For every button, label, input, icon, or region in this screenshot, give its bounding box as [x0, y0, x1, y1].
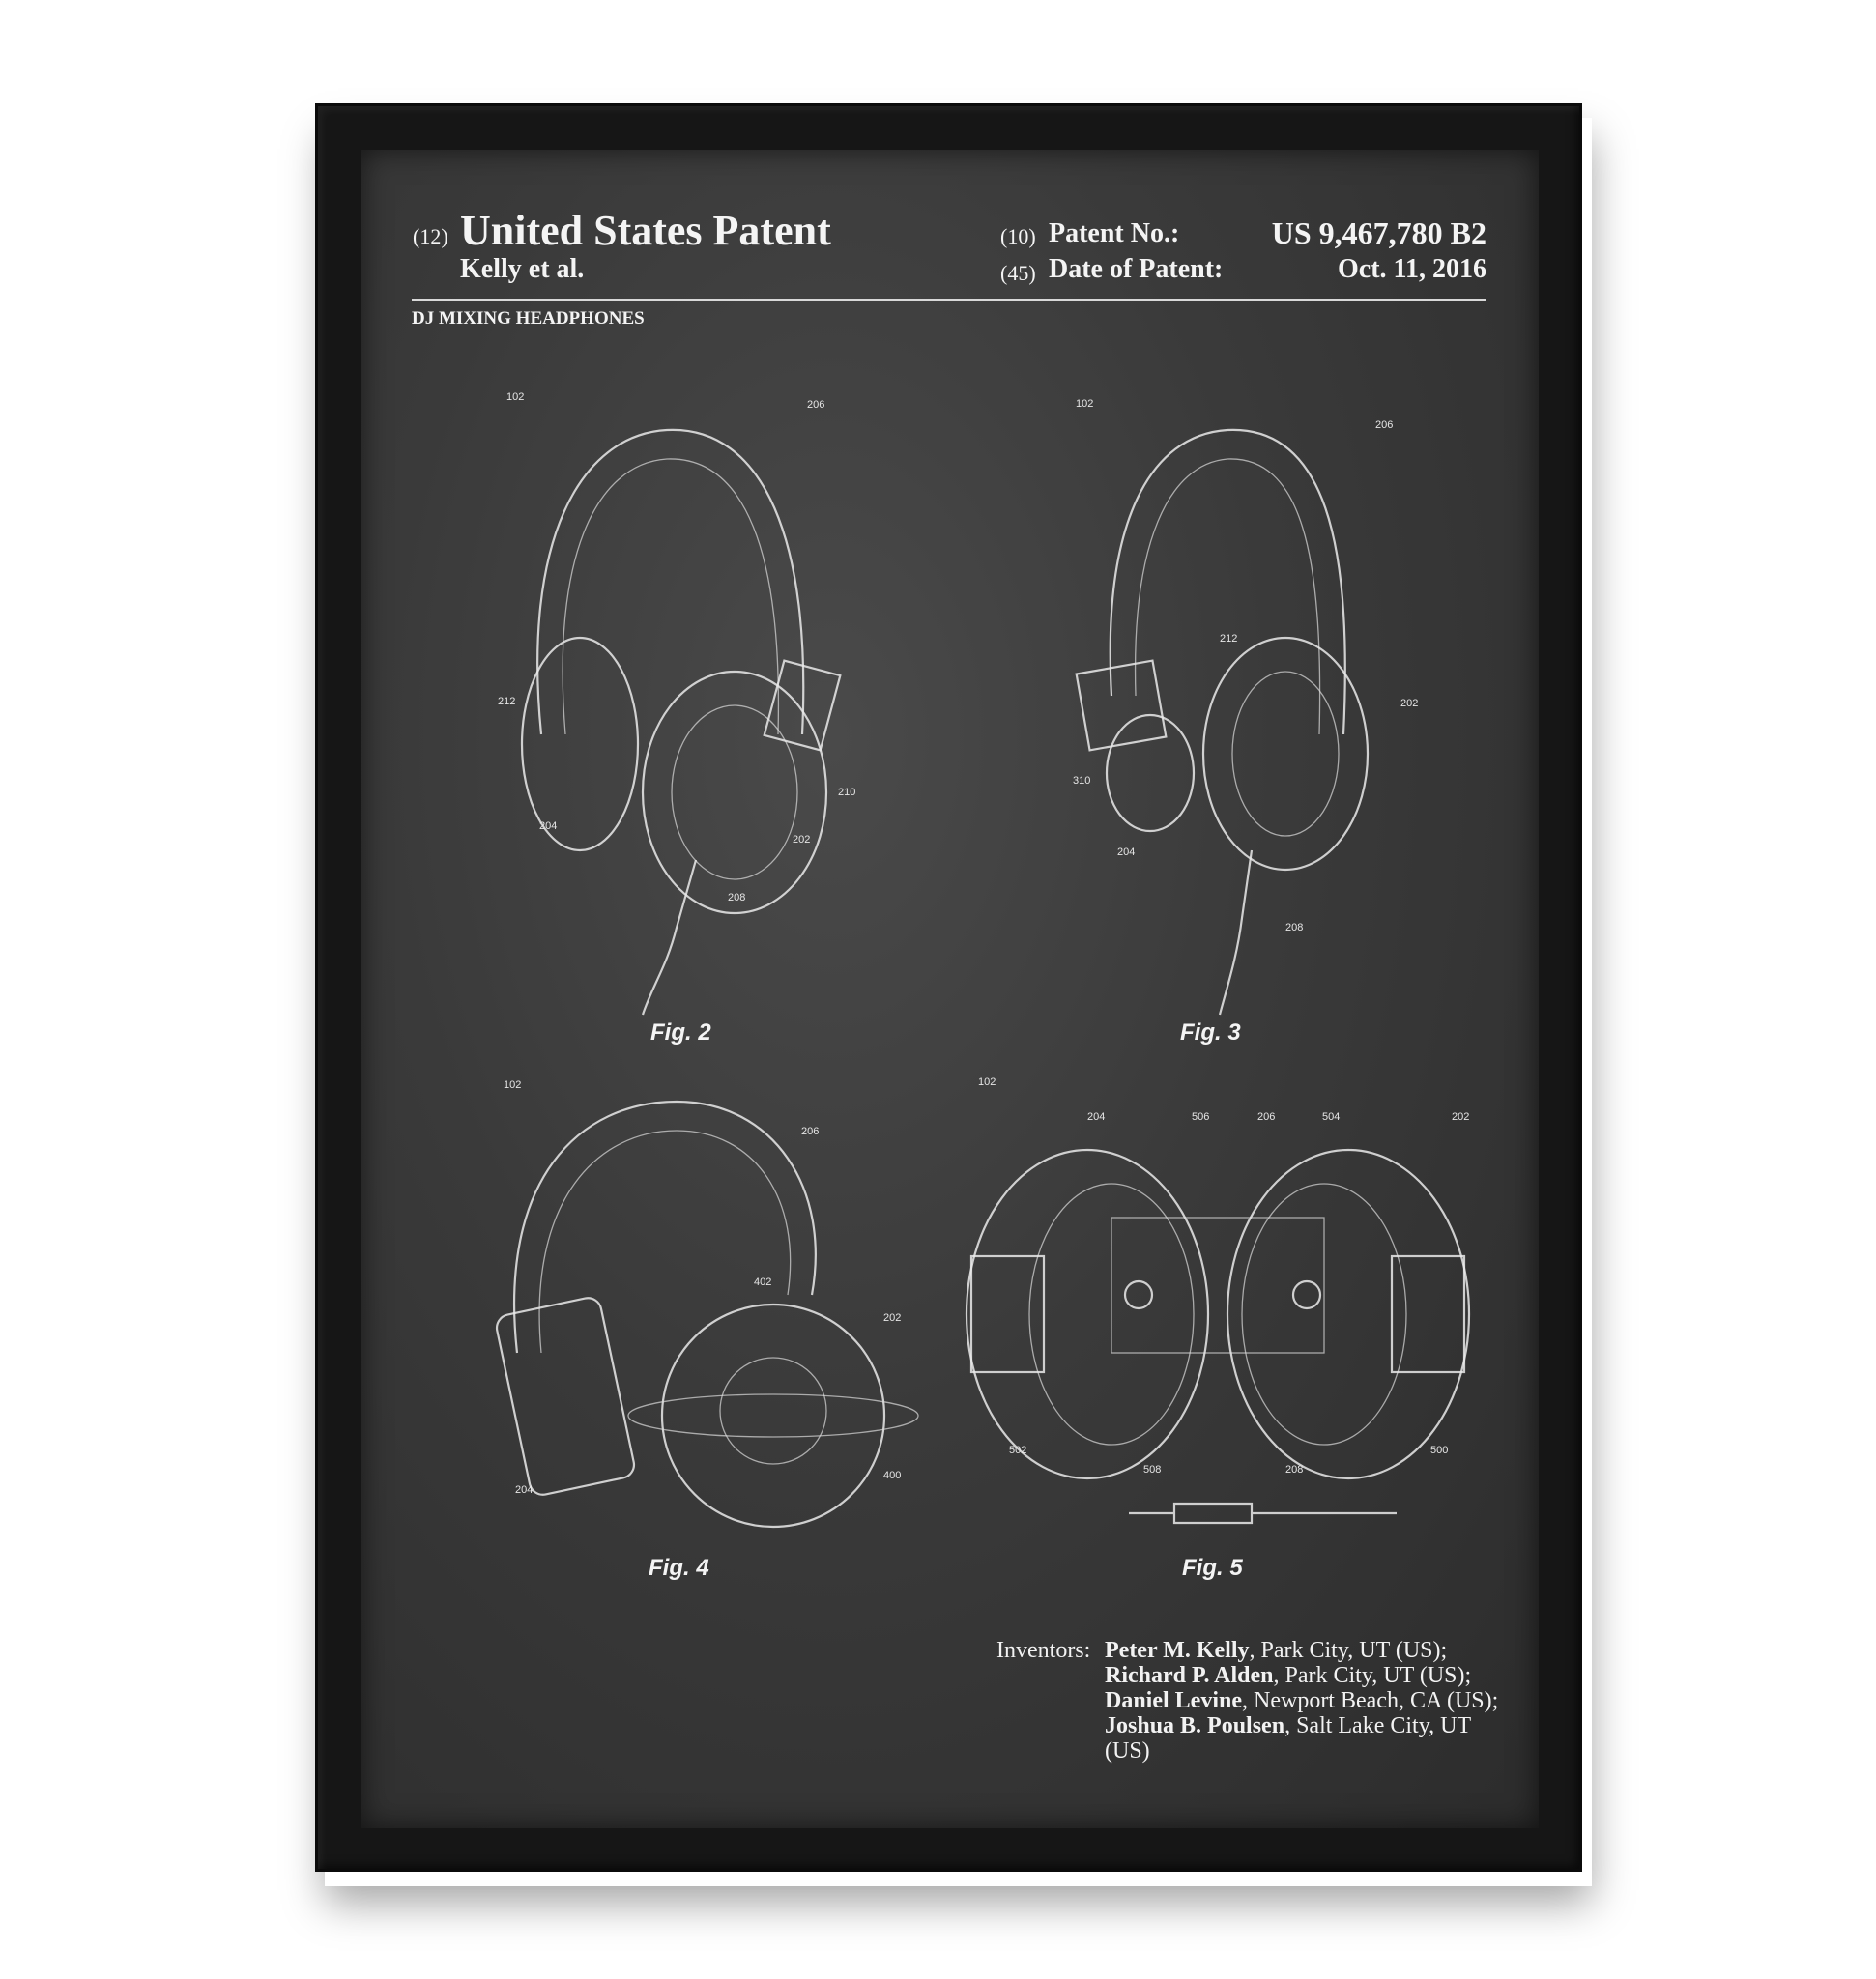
inventor-place: , Park City, UT (US);	[1249, 1638, 1448, 1663]
patent-number: US 9,467,780 B2	[1271, 215, 1486, 250]
inventor-name: Daniel Levine	[1105, 1688, 1242, 1713]
inventors-label: Inventors:	[996, 1638, 1091, 1663]
inventor-name: Peter M. Kelly	[1105, 1638, 1250, 1663]
header-divider	[412, 299, 1486, 301]
chalkboard-poster: (12) United States Patent Kelly et al. (…	[361, 150, 1539, 1828]
inventors-list: Peter M. Kelly, Park City, UT (US); Rich…	[1105, 1638, 1511, 1764]
inventor-place: , Newport Beach, CA (US);	[1242, 1688, 1499, 1713]
figure-label-5: Fig. 5	[1182, 1555, 1243, 1581]
code-45: (45)	[1000, 261, 1036, 285]
code-12: (12)	[413, 224, 448, 248]
figure-label-2: Fig. 2	[650, 1019, 711, 1046]
inventor-name: Joshua B. Poulsen	[1105, 1713, 1285, 1738]
patent-date: Oct. 11, 2016	[1338, 254, 1486, 284]
date-label: Date of Patent:	[1049, 254, 1224, 284]
inventor-name: Richard P. Alden	[1105, 1663, 1274, 1688]
figure-label-4: Fig. 4	[649, 1555, 709, 1581]
patent-no-label: Patent No.:	[1049, 218, 1180, 248]
invention-title: DJ MIXING HEADPHONES	[412, 308, 645, 329]
inventor-place: , Salt Lake City, UT (US)	[1105, 1713, 1471, 1764]
patent-title: United States Patent	[460, 207, 831, 254]
inventor-place: , Park City, UT (US);	[1273, 1663, 1472, 1688]
assignee-line: Kelly et al.	[460, 254, 585, 284]
code-10: (10)	[1000, 224, 1036, 248]
figure-label-3: Fig. 3	[1180, 1019, 1241, 1046]
